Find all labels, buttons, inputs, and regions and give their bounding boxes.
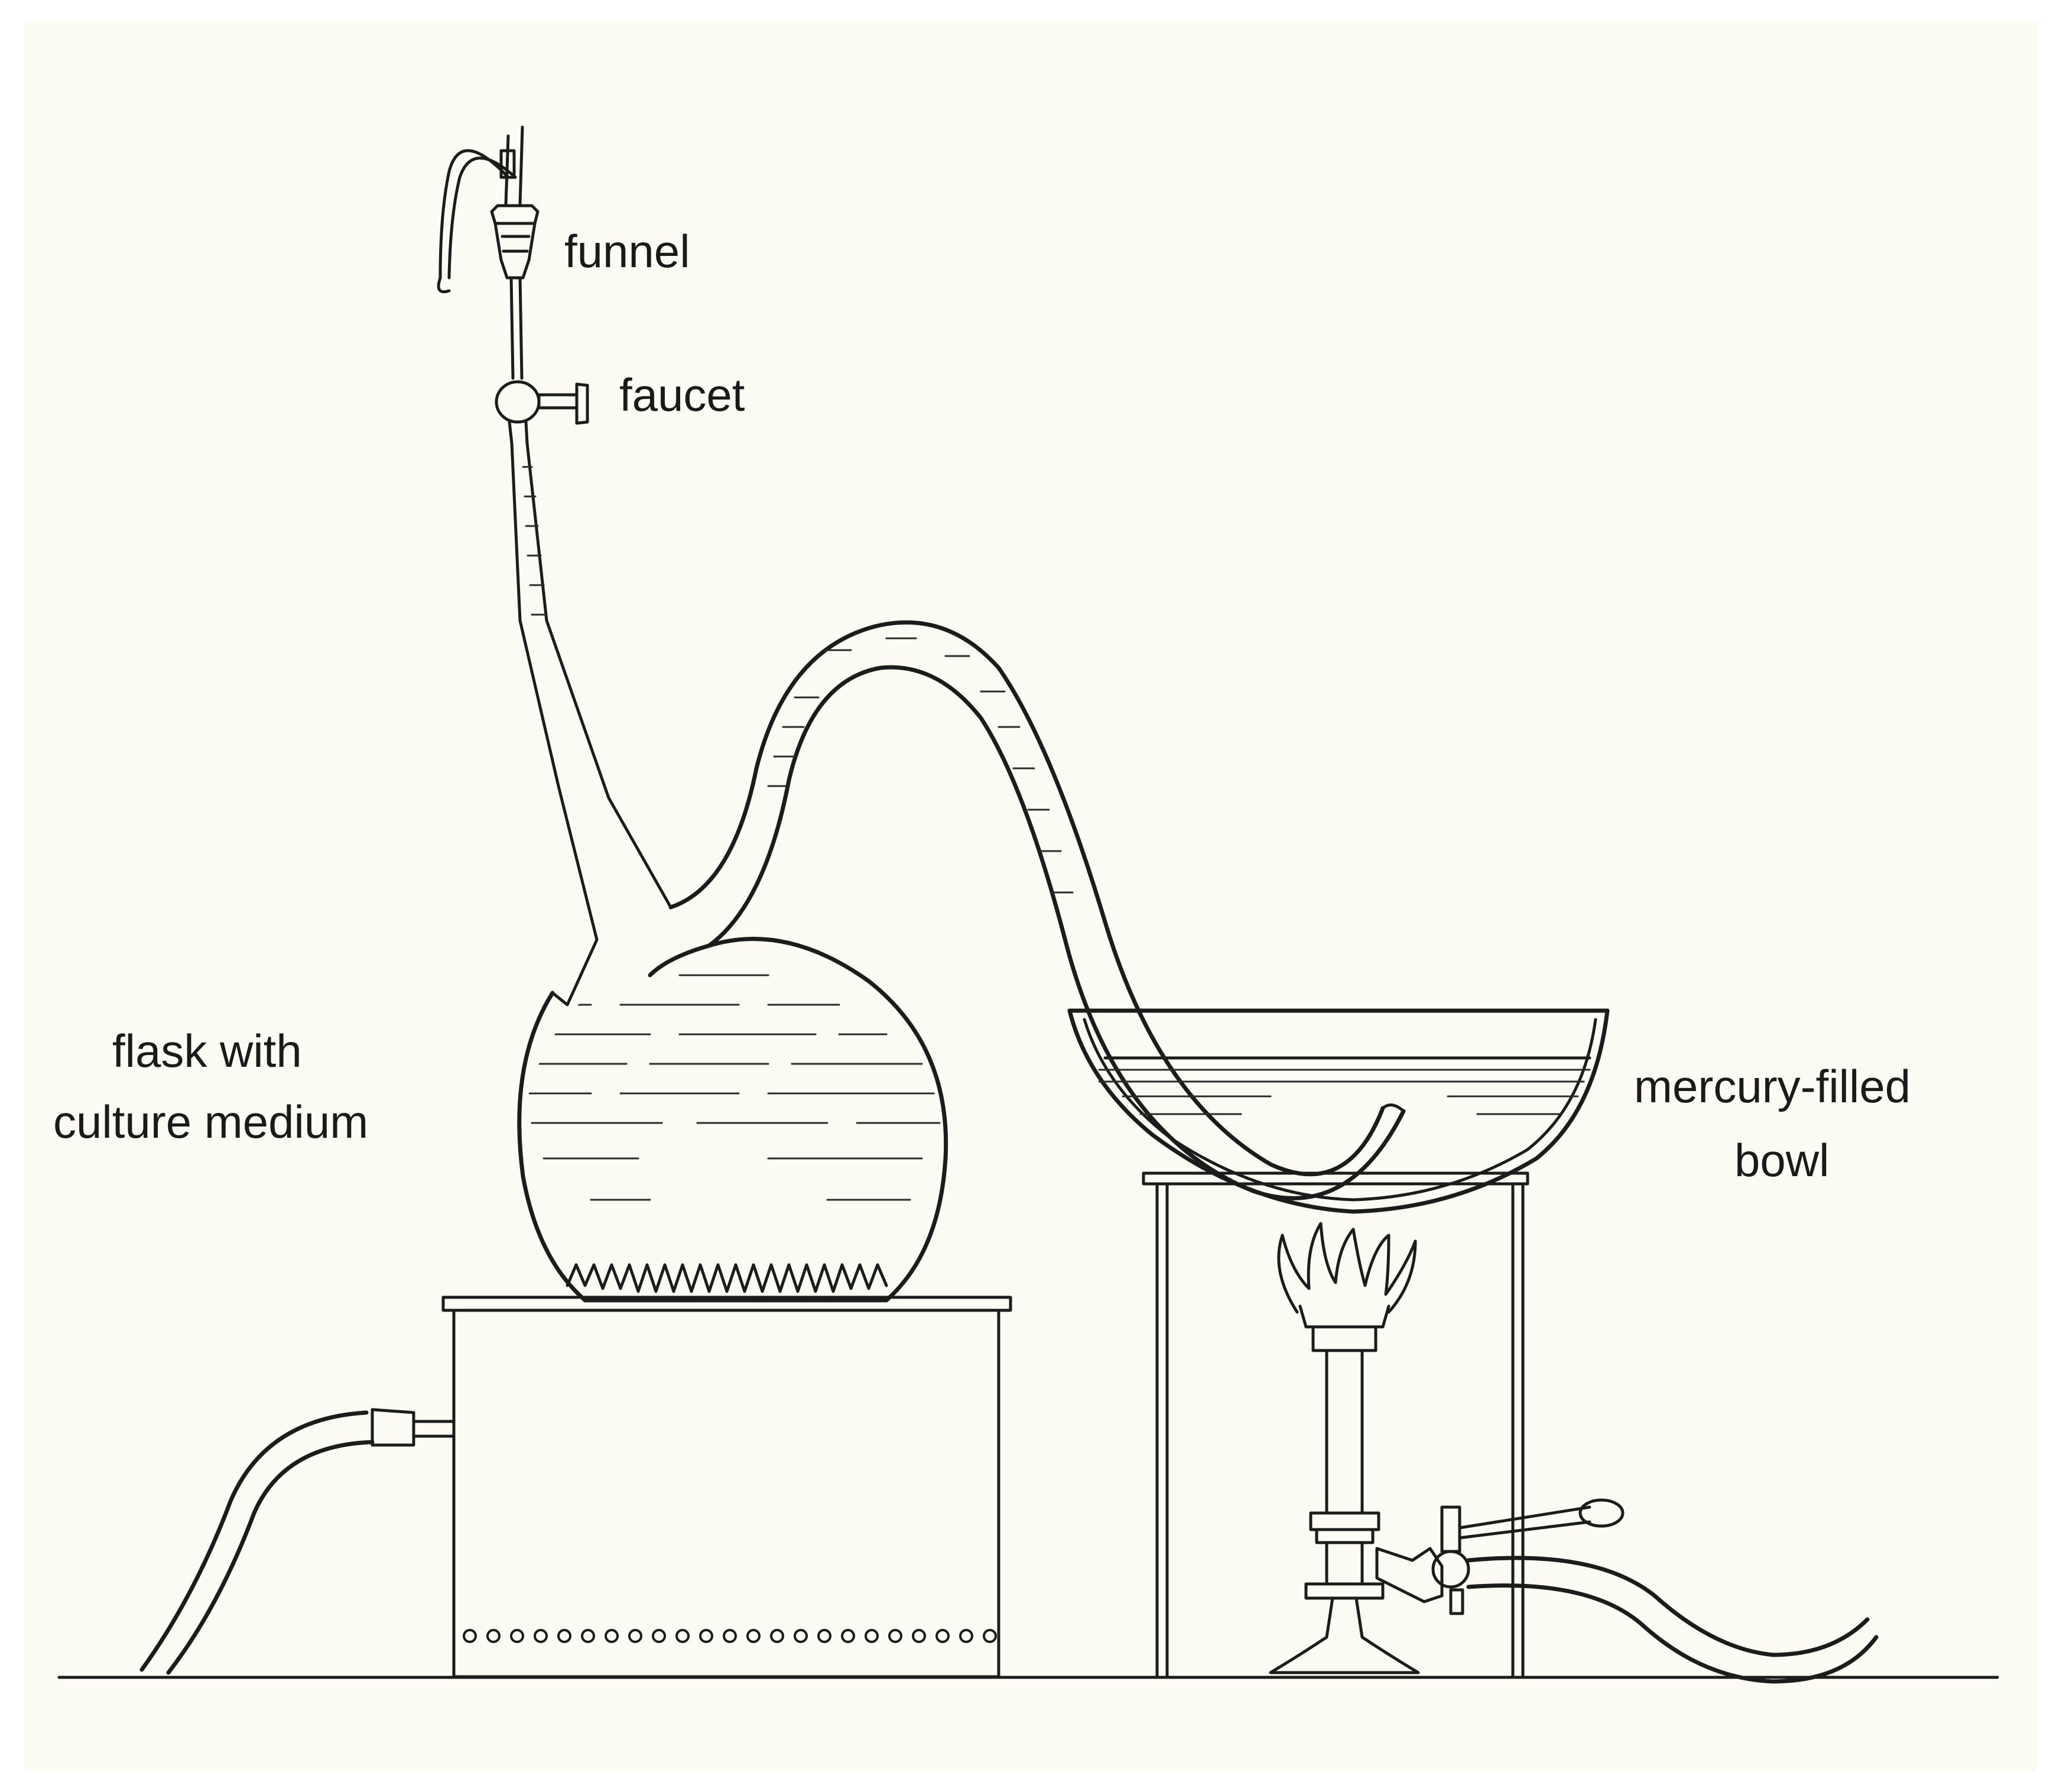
flask-neck [510, 441, 672, 1007]
faucet-drawing [495, 380, 589, 445]
flask-label-line2: culture medium [53, 1096, 368, 1148]
funnel-drawing [437, 125, 540, 380]
paper-background [25, 21, 2037, 1771]
bowl-label-line1: mercury-filled [1634, 1060, 1911, 1112]
faucet-label: faucet [619, 369, 745, 421]
bowl-label-line2: bowl [1734, 1134, 1829, 1186]
mercury-bowl [1067, 1008, 1610, 1214]
left-gas-hose [139, 1408, 456, 1675]
bunsen-burner [1269, 1222, 1879, 1684]
flask-label-line1: flask with [112, 1025, 302, 1077]
flask-body [517, 937, 948, 1303]
heating-box [441, 1296, 1012, 1679]
bowl-stand [1142, 1171, 1529, 1679]
funnel-label: funnel [564, 225, 690, 277]
